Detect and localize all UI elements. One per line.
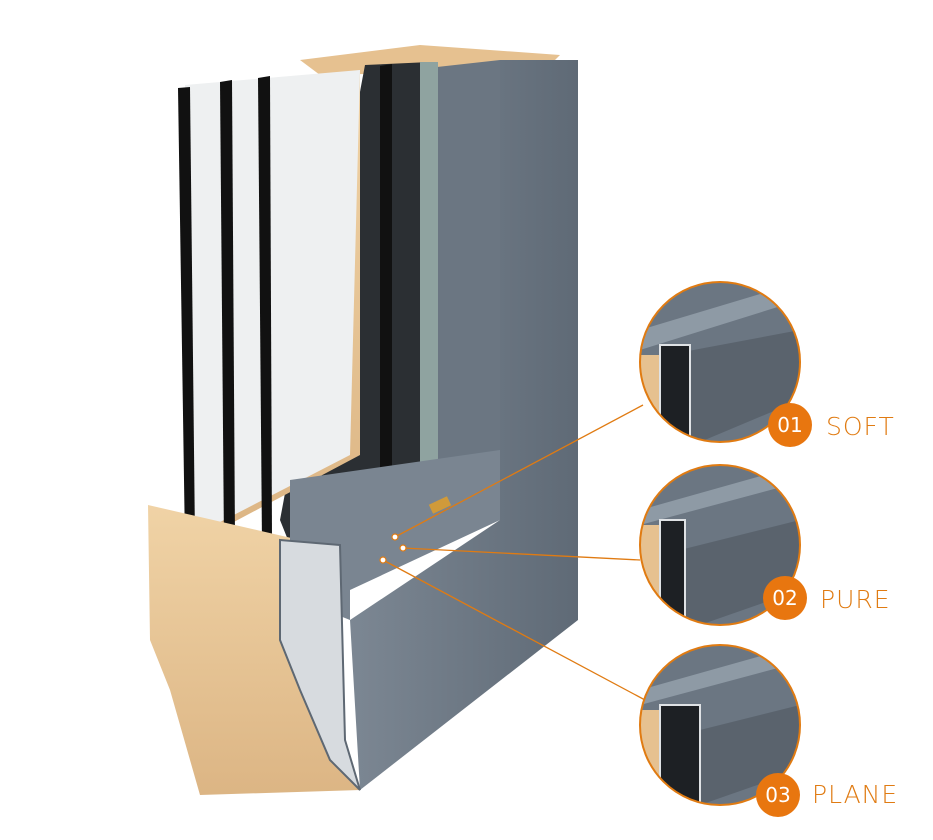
variant-label-soft: SOFT <box>826 412 895 441</box>
wood-frame-bottom <box>148 505 360 795</box>
detail-plane <box>640 645 800 805</box>
variant-number-badge: 03 <box>756 773 800 817</box>
aluminium-profile-section <box>279 538 361 791</box>
variant-number-badge: 01 <box>768 403 812 447</box>
variant-number-badge: 02 <box>763 576 807 620</box>
variant-label-pure: PURE <box>820 585 891 614</box>
variant-label-plane: PLANE <box>812 780 899 809</box>
leader-lines <box>382 404 646 701</box>
outer-frame <box>350 60 578 790</box>
